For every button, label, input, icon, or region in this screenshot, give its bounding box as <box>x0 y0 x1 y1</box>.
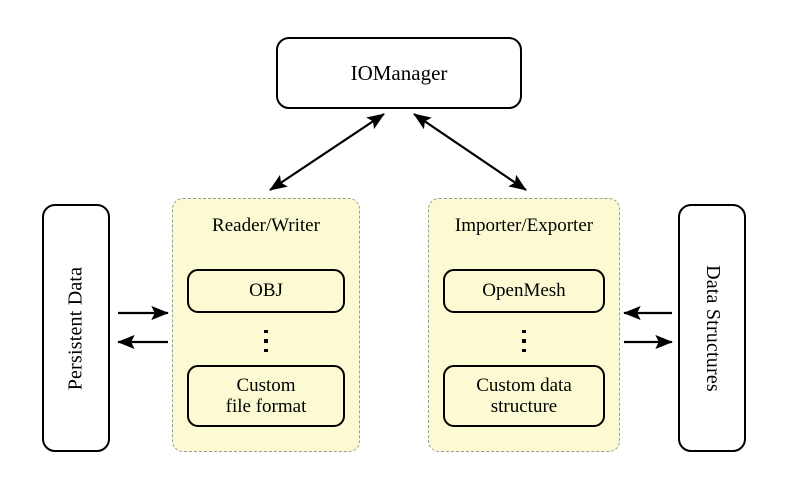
reader-writer-item-custom-file-format[interactable]: Custom file format <box>187 365 345 427</box>
io-manager-label: IOManager <box>350 60 448 85</box>
reader-writer-item-obj[interactable]: OBJ <box>187 269 345 313</box>
reader-writer-item-obj-label: OBJ <box>249 280 283 302</box>
reader-writer-panel[interactable]: Reader/Writer OBJ Custom file format <box>172 198 360 452</box>
custom-file-format-line-1: Custom <box>236 374 296 396</box>
data-structures-node[interactable]: Data Structures <box>678 204 746 452</box>
reader-writer-vertical-dots-icon <box>173 323 359 359</box>
importer-exporter-item-custom-data-structure-label: Custom data structure <box>476 375 572 418</box>
persistent-data-node[interactable]: Persistent Data <box>42 204 110 452</box>
importer-exporter-title: Importer/Exporter <box>454 215 594 236</box>
importer-exporter-vertical-dots-icon <box>429 323 619 359</box>
reader-writer-title: Reader/Writer <box>212 215 320 236</box>
persistent-data-label: Persistent Data <box>64 266 87 390</box>
connector-manager-reader-writer <box>269 113 385 191</box>
custom-file-format-line-2: file format <box>225 396 307 417</box>
importer-exporter-panel[interactable]: Importer/Exporter OpenMesh Custom data s… <box>428 198 620 452</box>
io-manager-node[interactable]: IOManager <box>276 37 522 109</box>
data-structures-label: Data Structures <box>701 264 724 392</box>
connector-manager-importer-exporter <box>413 113 527 191</box>
importer-exporter-item-custom-data-structure[interactable]: Custom data structure <box>443 365 605 427</box>
importer-exporter-item-openmesh[interactable]: OpenMesh <box>443 269 605 313</box>
importer-exporter-item-openmesh-label: OpenMesh <box>482 280 566 302</box>
custom-data-structure-line-2: structure <box>490 396 558 417</box>
custom-data-structure-line-1: Custom data <box>476 374 572 396</box>
reader-writer-item-custom-file-format-label: Custom file format <box>226 375 307 418</box>
